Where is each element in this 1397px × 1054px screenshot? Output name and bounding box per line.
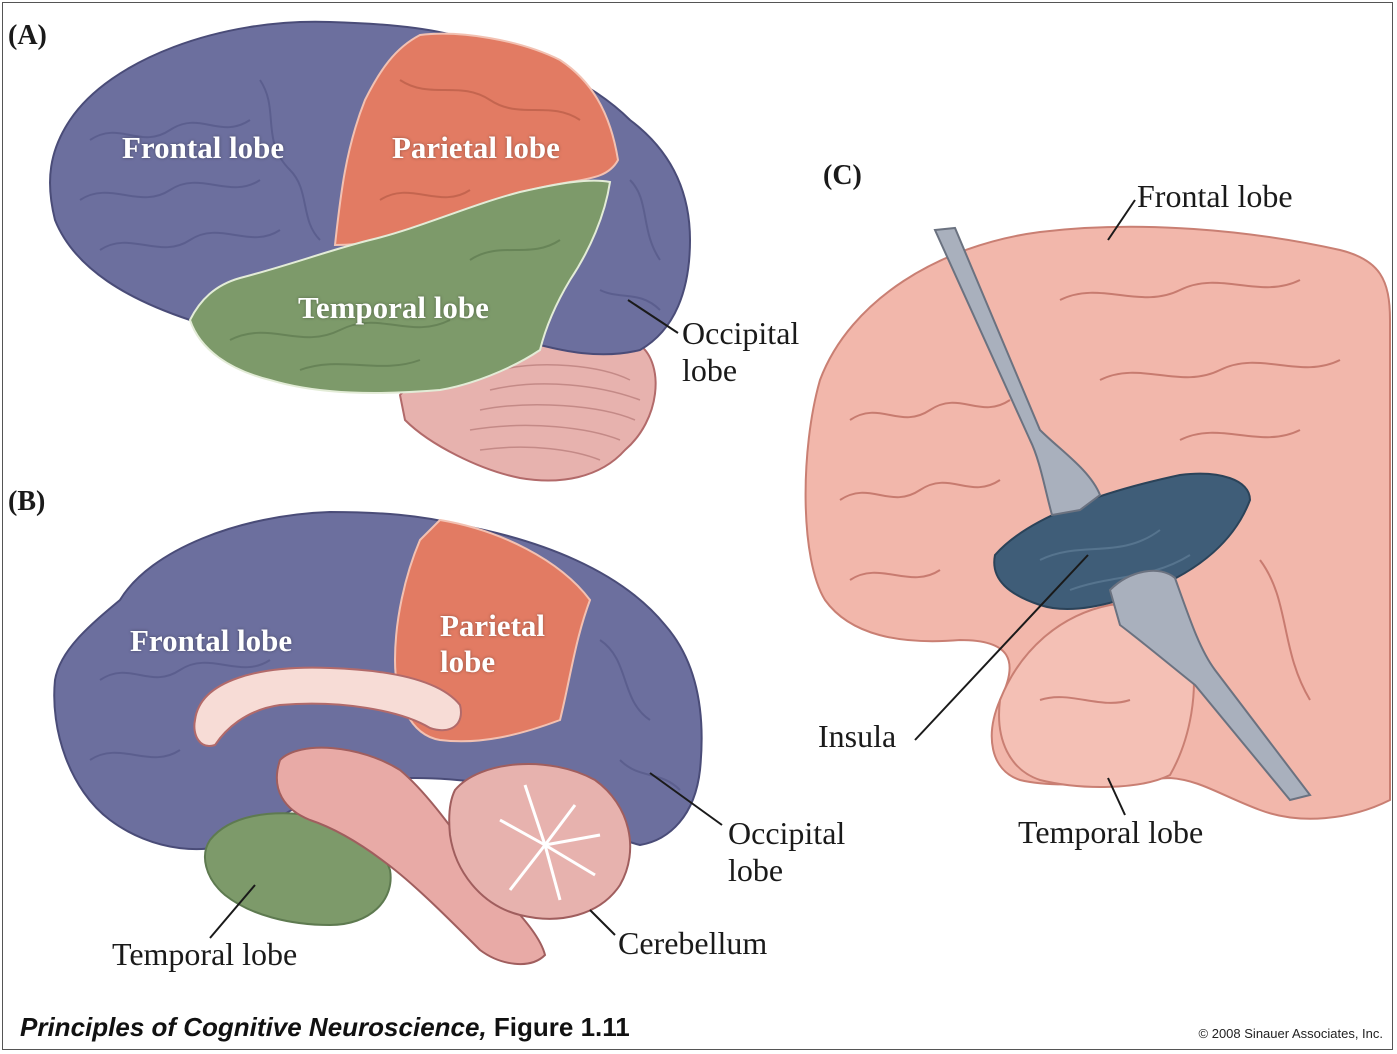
panel-b-cerebellum-label: Cerebellum xyxy=(618,925,768,961)
panel-c-temporal-label: Temporal lobe xyxy=(1018,814,1204,850)
panel-c-label: (C) xyxy=(823,160,862,191)
panel-b-temporal-region xyxy=(204,812,392,927)
panel-a-brain xyxy=(49,20,692,482)
panel-b-temporal-label: Temporal lobe xyxy=(112,936,298,972)
panel-a-temporal-region xyxy=(188,179,612,394)
panel-b-corpus-callosum xyxy=(193,666,462,747)
panel-b-parietal-region xyxy=(393,518,592,743)
panel-b-label: (B) xyxy=(8,486,46,517)
panel-a-frontal-label: Frontal lobe xyxy=(122,130,285,165)
panel-a-occipital-label-line1: Occipital xyxy=(682,315,800,351)
panel-c-brain xyxy=(804,225,1391,820)
copyright-notice: © 2008 Sinauer Associates, Inc. xyxy=(1198,1026,1383,1041)
panel-a-occipital-label-line2: lobe xyxy=(682,352,738,388)
panel-c-frontal-label: Frontal lobe xyxy=(1137,178,1293,214)
panel-a-label: (A) xyxy=(8,20,47,51)
panel-a-temporal-label: Temporal lobe xyxy=(298,290,489,325)
panel-c-insula-label: Insula xyxy=(818,718,897,754)
panel-b-occipital-label-line2: lobe xyxy=(728,852,784,888)
book-title: Principles of Cognitive Neuroscience, xyxy=(20,1012,487,1042)
leader-lines xyxy=(209,199,1136,939)
figure-number: Figure 1.11 xyxy=(486,1012,630,1042)
panel-b-occipital-label-line1: Occipital xyxy=(728,815,846,851)
figure-caption: Principles of Cognitive Neuroscience, Fi… xyxy=(20,1012,630,1043)
panel-b-parietal-label-line1: Parietal xyxy=(440,608,546,643)
panel-b-brain xyxy=(53,510,703,966)
panel-b-frontal-label: Frontal lobe xyxy=(130,623,293,658)
panel-c-retractor-upper xyxy=(933,226,1102,517)
panel-a-parietal-label: Parietal lobe xyxy=(392,130,560,165)
panel-b-parietal-label-line2: lobe xyxy=(440,644,496,679)
panel-c-retractor-lower xyxy=(1108,569,1312,802)
panel-b-brainstem xyxy=(275,746,547,966)
panel-c-temporal xyxy=(998,603,1195,788)
